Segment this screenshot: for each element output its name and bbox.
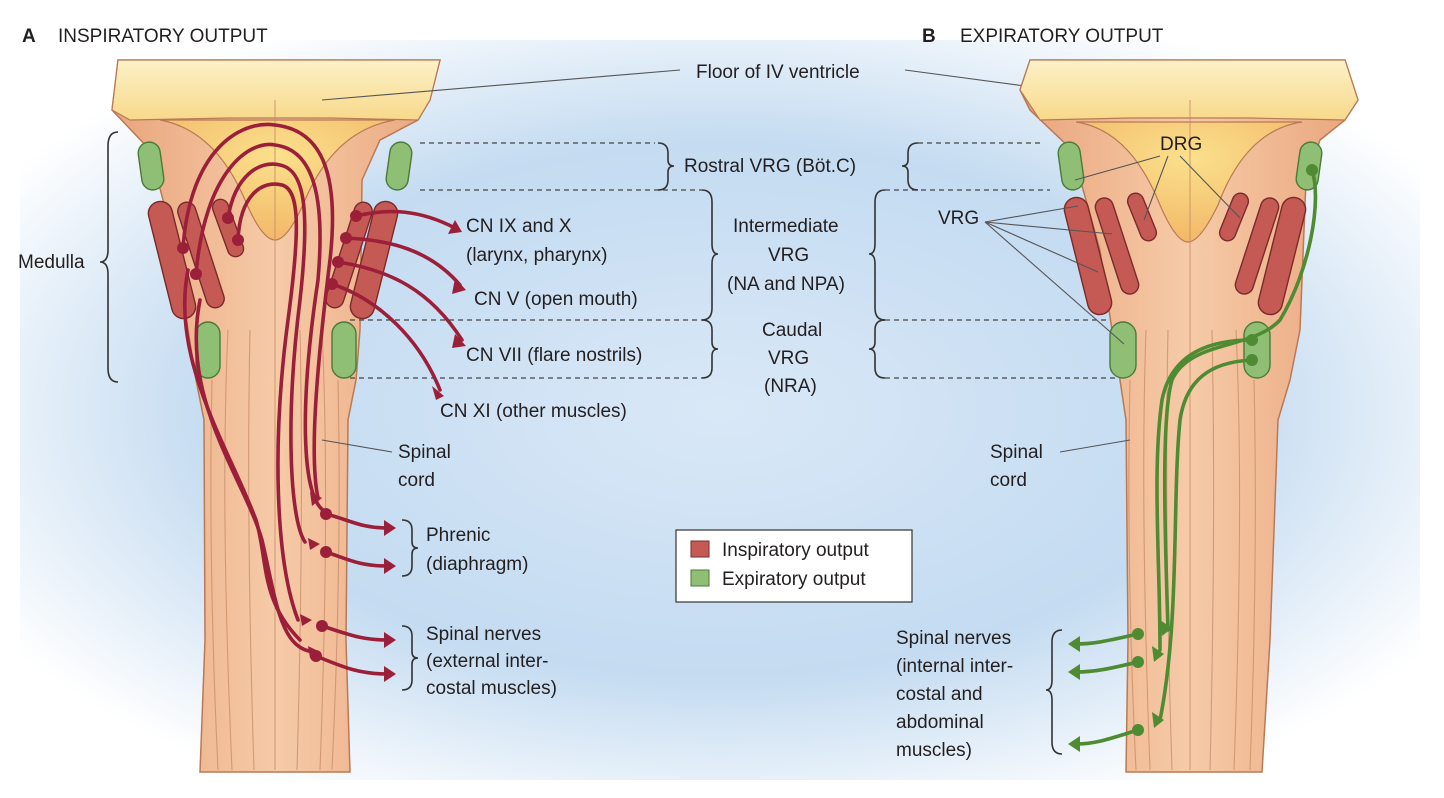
vrg-nucleus-a-left-2 <box>177 201 225 309</box>
spinal-nerves-a-label-3: costal muscles) <box>426 678 557 699</box>
cn11-label: CN XI (other muscles) <box>440 401 627 422</box>
fourth-ventricle-b <box>1075 121 1303 243</box>
spinal-nerves-brace-a <box>401 625 419 691</box>
spinal-cord-label-b-1: Spinal <box>990 442 1043 463</box>
intermediate-label-2: VRG <box>768 245 809 266</box>
legend-box <box>675 529 913 603</box>
vrg-nucleus-b-left-1 <box>1063 196 1113 316</box>
floor-leader-left <box>321 69 681 101</box>
drg-leader-1 <box>1074 155 1161 181</box>
vrg-label: VRG <box>938 208 979 229</box>
vrg-nucleus-b-right-2 <box>1234 197 1280 295</box>
intermediate-label-1: Intermediate <box>733 216 839 237</box>
vrg-leader-3 <box>984 221 1099 273</box>
caudal-brace-right <box>868 319 886 379</box>
cn5-label: CN V (open mouth) <box>474 289 638 310</box>
drg-nucleus-b-left <box>1057 141 1085 191</box>
cranial-nerve-axons-a <box>326 209 466 400</box>
rostral-brace-left <box>657 142 675 191</box>
spinal-nerves-b-label-2: (internal inter- <box>896 656 1013 677</box>
phrenic-label-1: Phrenic <box>426 525 490 546</box>
nra-nucleus-a-right <box>331 321 357 379</box>
caudal-label-2: VRG <box>768 348 809 369</box>
panel-a: A INSPIRATORY OUTPUT <box>18 26 642 773</box>
vrg-nucleus-b-left-2 <box>1094 197 1140 295</box>
panel-a-title: INSPIRATORY OUTPUT <box>58 26 268 47</box>
vrg-nucleus-b-right-1 <box>1257 196 1307 316</box>
panel-b: B EXPIRATORY OUTPUT <box>896 26 1359 773</box>
medulla-label: Medulla <box>18 252 85 273</box>
panel-b-letter: B <box>922 26 936 47</box>
spinal-cord-leader-a <box>321 439 393 453</box>
phrenic-brace <box>401 519 419 577</box>
vrg-nucleus-b-right-3 <box>1218 192 1250 242</box>
panel-b-title: EXPIRATORY OUTPUT <box>960 26 1164 47</box>
vrg-leader-2 <box>984 221 1113 235</box>
vrg-leader-1 <box>984 205 1079 223</box>
spinal-nerves-a-label-1: Spinal nerves <box>426 624 541 645</box>
spinal-nerves-b-label-4: abdominal <box>896 712 984 733</box>
medulla-brace <box>99 131 119 383</box>
drg-leader-3 <box>1179 155 1241 219</box>
cn9-label-2: (larynx, pharynx) <box>466 245 608 266</box>
rostral-vrg-label: Rostral VRG (Böt.C) <box>684 156 856 177</box>
floor-label: Floor of IV ventricle <box>696 62 860 83</box>
intermediate-label-3: (NA and NPA) <box>727 274 845 295</box>
cn7-label: CN VII (flare nostrils) <box>466 345 642 366</box>
spinal-nerves-b-label-1: Spinal nerves <box>896 628 1011 649</box>
panel-a-letter: A <box>22 26 36 47</box>
intermediate-brace-right <box>868 189 886 321</box>
caudal-label-1: Caudal <box>762 320 822 341</box>
vrg-nucleus-a-right-1 <box>349 200 399 320</box>
legend-swatch-inspiratory <box>690 540 710 558</box>
spinal-cord-leader-b <box>1059 439 1131 453</box>
expiratory-axons-b <box>1068 164 1318 752</box>
drg-nucleus-a-right <box>385 141 413 191</box>
spinal-nerves-a-label-2: (external inter- <box>426 651 549 672</box>
vrg-leader-4 <box>984 221 1125 345</box>
nra-nucleus-b-left <box>1109 321 1137 379</box>
drg-label: DRG <box>1160 134 1202 155</box>
legend-swatch-expiratory <box>690 569 710 587</box>
spinal-nerves-brace-b <box>1045 629 1063 755</box>
phrenic-label-2: (diaphragm) <box>426 554 528 575</box>
cn9-label-1: CN IX and X <box>466 216 572 237</box>
ventricle-floor-a <box>111 59 441 121</box>
spinal-cord-label-a-1: Spinal <box>398 442 451 463</box>
rostral-brace-right <box>901 142 919 191</box>
spinal-nerves-b-label-3: costal and <box>896 684 983 705</box>
vrg-nucleus-b-left-3 <box>1126 192 1158 242</box>
spinal-cord-label-b-2: cord <box>990 470 1027 491</box>
inspiratory-axons-a <box>177 122 335 654</box>
ventricle-floor-b <box>1019 59 1359 121</box>
center-labels: Floor of IV ventricle Rostral VRG (Böt.C… <box>321 62 1131 397</box>
spinal-cord-label-a-2: cord <box>398 470 435 491</box>
spinal-nerves-b-label-5: muscles) <box>896 740 972 761</box>
spinal-axons-a <box>300 492 396 682</box>
legend-label-inspiratory: Inspiratory output <box>722 540 870 561</box>
drg-leader-2 <box>1143 155 1169 221</box>
drg-nucleus-a-left <box>137 141 165 191</box>
caudal-label-3: (NRA) <box>764 376 817 397</box>
legend-label-expiratory: Expiratory output <box>722 569 866 590</box>
intermediate-brace-left <box>701 189 719 321</box>
caudal-brace-left <box>701 319 719 379</box>
legend: Inspiratory output Expiratory output <box>675 529 913 603</box>
